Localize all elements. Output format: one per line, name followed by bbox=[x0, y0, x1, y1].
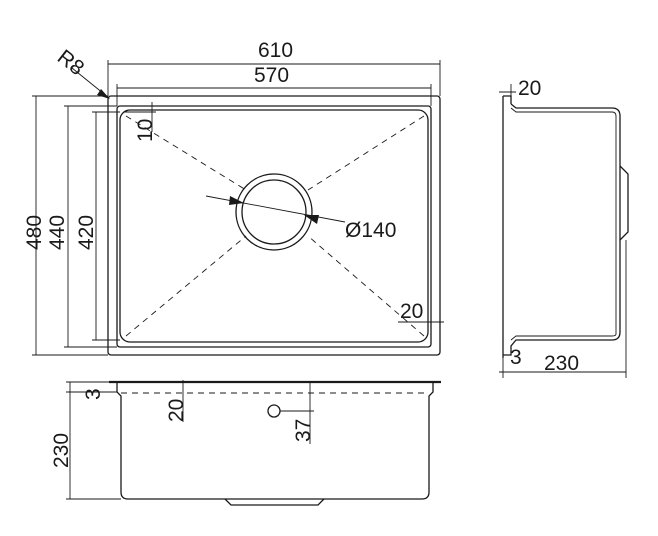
height-420-label: 420 bbox=[75, 215, 98, 250]
drain-outer-circle bbox=[235, 173, 313, 251]
top-view: Ø140 610 570 R8 480 440 420 10 bbox=[23, 39, 444, 356]
drain-arrow-right bbox=[304, 215, 319, 224]
side-bottom-label: 3 bbox=[510, 346, 522, 369]
side-profile bbox=[502, 95, 621, 358]
height-480-label: 480 bbox=[23, 215, 46, 250]
diagonal-line bbox=[307, 115, 425, 191]
corner-offset-label: 20 bbox=[400, 300, 423, 323]
drain-inner-circle bbox=[241, 179, 307, 245]
front-drain-drop-label: 20 bbox=[165, 399, 188, 422]
inner-rim bbox=[116, 105, 432, 348]
drain-arrow-left bbox=[229, 196, 244, 205]
front-overflow-label: 37 bbox=[292, 419, 315, 442]
diagonal-line bbox=[125, 115, 247, 191]
outer-rim bbox=[107, 95, 441, 356]
front-drain-bottom bbox=[224, 498, 325, 506]
width-610-label: 610 bbox=[258, 39, 293, 62]
diagonal-line bbox=[125, 235, 247, 337]
corner-inset-label: 10 bbox=[134, 119, 157, 142]
side-drain-bulge bbox=[619, 165, 629, 241]
overflow-circle bbox=[267, 404, 281, 418]
height-440-label: 440 bbox=[46, 215, 69, 250]
diagonal-line bbox=[307, 235, 425, 337]
drain-diameter-label: Ø140 bbox=[345, 219, 396, 242]
radius-label: R8 bbox=[53, 46, 88, 81]
bowl-outline bbox=[119, 109, 429, 343]
front-top-label: 3 bbox=[82, 388, 105, 400]
front-body bbox=[116, 382, 434, 500]
side-depth-label: 230 bbox=[544, 352, 579, 375]
side-top-label: 20 bbox=[518, 77, 541, 100]
radius-arrow bbox=[97, 89, 110, 99]
front-view: 37 20 3 230 bbox=[50, 380, 441, 506]
drain-leader-line bbox=[205, 195, 346, 223]
side-profile-inner bbox=[510, 107, 617, 341]
front-depth-label: 230 bbox=[50, 433, 73, 468]
width-570-label: 570 bbox=[254, 64, 289, 87]
side-view: 20 3 230 bbox=[499, 77, 629, 378]
